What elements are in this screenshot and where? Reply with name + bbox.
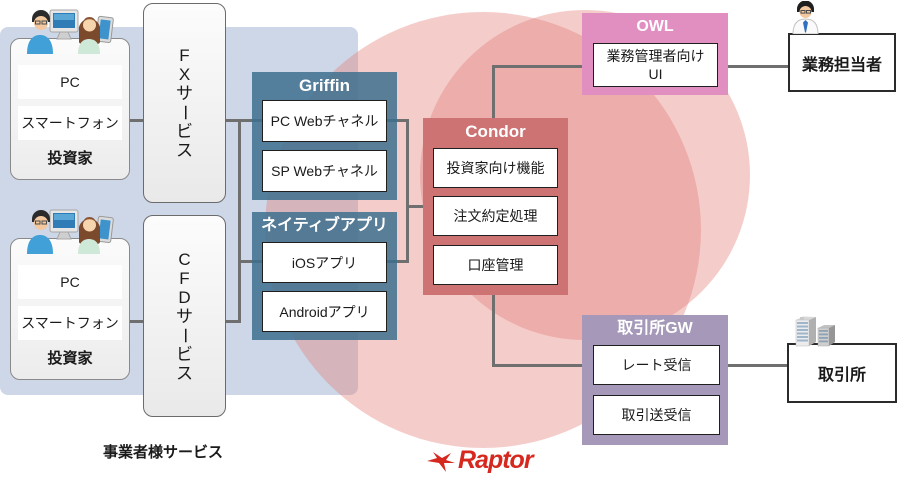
investor-group-1: PC スマートフォン 投資家 — [10, 38, 130, 180]
native-module-android: Androidアプリ — [262, 291, 387, 332]
buildings-icon — [795, 316, 835, 347]
owl-module-line1: 業務管理者向け — [606, 48, 705, 64]
owl-title: OWL — [636, 18, 674, 35]
griffin-title: Griffin — [299, 76, 350, 95]
connector-condor-owl-horizontal — [492, 65, 595, 68]
griffin-module-sp-web: SP Webチャネル — [262, 150, 387, 192]
investor-label: 投資家 — [47, 350, 93, 367]
device-pc: PC — [18, 65, 122, 99]
native-app-title: ネイティブアプリ — [261, 217, 388, 234]
connector-condor-gw-horizontal — [492, 364, 595, 367]
connector-left-bus-vertical — [238, 119, 241, 323]
owl-module-admin-ui: 業務管理者向け UI — [593, 43, 718, 87]
condor-title: Condor — [465, 122, 526, 141]
raptor-mark-icon — [427, 452, 455, 472]
connector-investor1-fx — [128, 119, 144, 122]
investor-label: 投資家 — [47, 150, 93, 167]
device-smartphone: スマートフォン — [18, 306, 122, 340]
investor-group-2: PC スマートフォン 投資家 — [10, 238, 130, 380]
connector-bus-ios — [238, 260, 264, 263]
condor-module-order-processing: 注文約定処理 — [433, 196, 558, 236]
gw-module-rate-receive: レート受信 — [593, 345, 720, 385]
device-pc: PC — [18, 265, 122, 299]
griffin-module-pc-web: PC Webチャネル — [262, 100, 387, 142]
device-smartphone: スマートフォン — [18, 106, 122, 140]
condor-module-account-management: 口座管理 — [433, 245, 558, 285]
connector-cfd-bus — [224, 320, 240, 323]
investor-pair-icon — [27, 9, 114, 54]
owl-module-line2: UI — [648, 66, 663, 82]
connector-condor-owl-vertical — [492, 65, 495, 118]
gw-module-trade-sendreceive: 取引送受信 — [593, 395, 720, 435]
native-module-ios: iOSアプリ — [262, 242, 387, 283]
connector-bus-condor — [406, 205, 425, 208]
investor-pair-icon — [27, 209, 114, 254]
connector-griffin-right — [387, 119, 408, 122]
business-person-icon — [792, 1, 819, 34]
connector-condor-gw-vertical — [492, 295, 495, 367]
operator-box: 業務担当者 — [788, 33, 896, 92]
connector-gw-exchange — [720, 364, 789, 367]
exchange-box: 取引所 — [787, 343, 897, 403]
exchange-gw-title: 取引所GW — [617, 320, 693, 337]
connector-ios-right — [387, 260, 408, 263]
raptor-brand-text: Raptor — [458, 446, 534, 474]
provider-services-label: 事業者様サービス — [103, 444, 224, 461]
connector-investor2-cfd — [128, 320, 144, 323]
connector-right-bus-vertical — [406, 119, 409, 263]
connector-fx-griffin — [224, 119, 264, 122]
condor-module-investor-functions: 投資家向け機能 — [433, 148, 558, 188]
connector-owl-operator — [718, 65, 790, 68]
